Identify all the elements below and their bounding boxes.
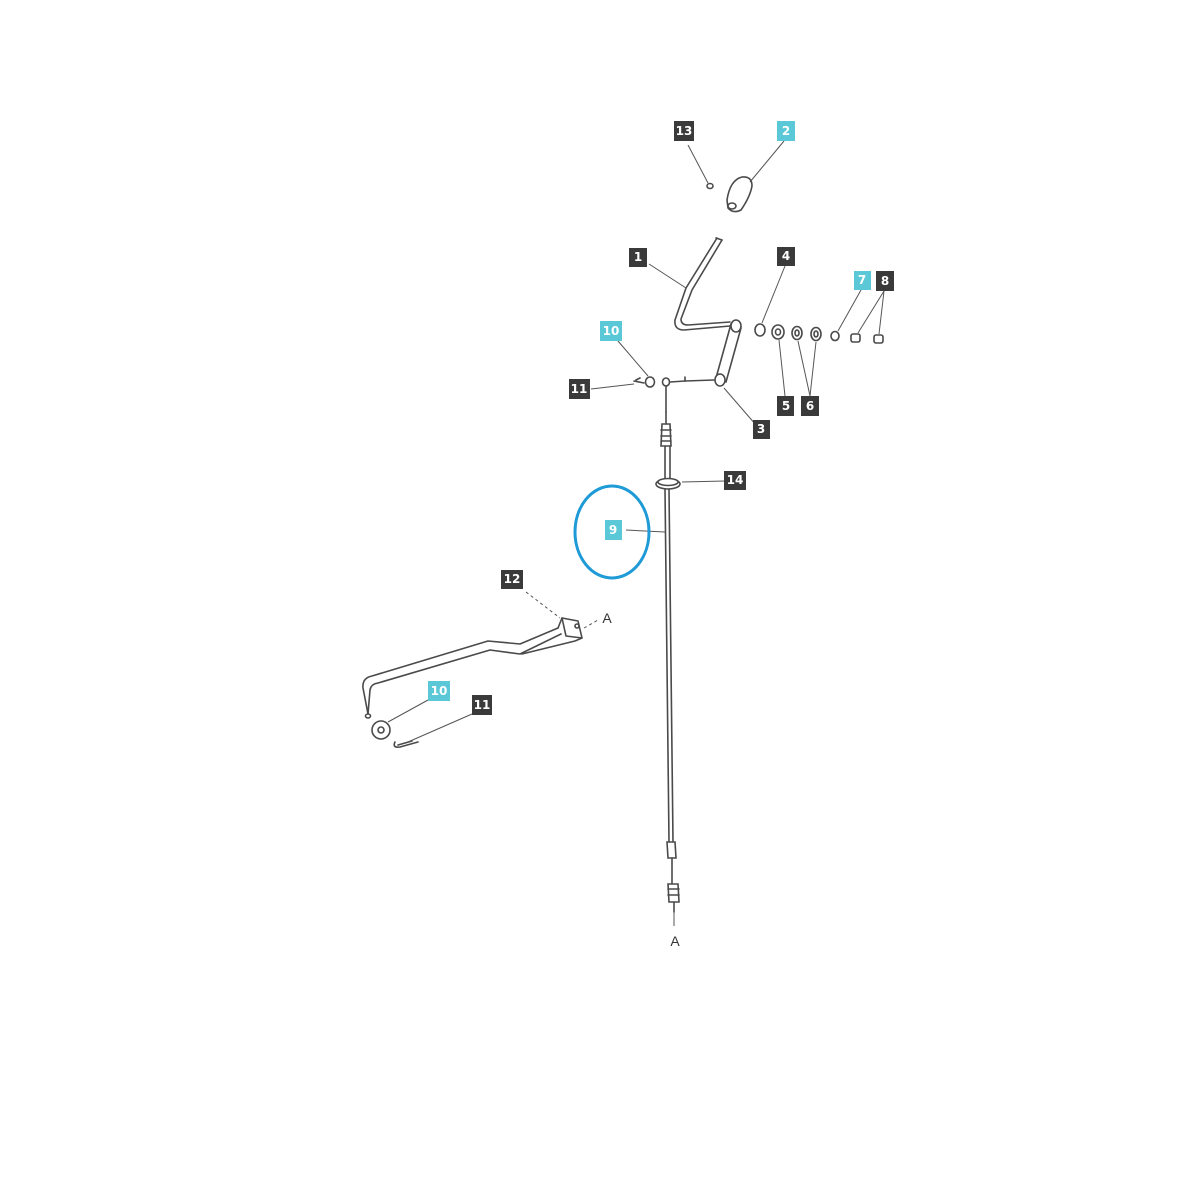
callout-4-label: 4 xyxy=(782,249,790,263)
callout-5-box xyxy=(777,396,794,416)
callout-11-upper-label: 11 xyxy=(571,382,588,396)
callout-4: 4 xyxy=(777,247,795,266)
lower-washer-part xyxy=(371,720,391,740)
callout-11-lower-label: 11 xyxy=(474,698,491,712)
callout-5: 5 xyxy=(777,396,794,416)
ref-a-top: A xyxy=(602,610,612,626)
callout-9: 9 xyxy=(605,520,622,540)
callout-5-label: 5 xyxy=(782,399,790,413)
lower-clip-part xyxy=(393,740,419,748)
callout-10-lower-box xyxy=(428,681,450,701)
callout-2: 2 xyxy=(777,121,795,141)
callout-14-label: 14 xyxy=(727,473,744,487)
callout-6-box xyxy=(801,396,819,416)
washer-stack xyxy=(754,323,884,344)
callout-9-label: 9 xyxy=(609,523,617,537)
pivot-link-part xyxy=(684,319,742,387)
callout-1: 1 xyxy=(629,248,647,267)
lower-rod-part xyxy=(362,617,583,719)
callout-14-box xyxy=(724,471,746,490)
callout-6-label: 6 xyxy=(806,399,814,413)
callout-10-lower-label: 10 xyxy=(431,684,448,698)
callout-1-box xyxy=(629,248,647,267)
callout-14: 14 xyxy=(724,471,746,490)
callout-13-box xyxy=(674,121,694,141)
callout-7-label: 7 xyxy=(858,273,866,287)
callout-8-label: 8 xyxy=(881,274,889,288)
knob-part xyxy=(726,176,753,213)
ref-a-bottom: A xyxy=(670,933,680,949)
callout-12: 12 xyxy=(501,570,523,589)
callout-11-lower: 11 xyxy=(472,695,492,715)
callout-9-box xyxy=(605,520,622,540)
callout-2-label: 2 xyxy=(782,124,790,138)
callout-10-upper: 10 xyxy=(600,321,622,341)
callout-10-upper-label: 10 xyxy=(603,324,620,338)
callout-11-upper: 11 xyxy=(569,379,590,399)
callout-11-lower-box xyxy=(472,695,492,715)
callout-1-label: 1 xyxy=(634,250,642,264)
highlight-ring xyxy=(573,484,651,580)
callout-8-box xyxy=(876,271,894,291)
callout-10-upper-box xyxy=(600,321,622,341)
callout-7: 7 xyxy=(854,271,871,290)
callout-12-label: 12 xyxy=(504,572,521,586)
callout-3-box xyxy=(753,420,770,439)
callout-6: 6 xyxy=(801,396,819,416)
callout-13-label: 13 xyxy=(676,124,693,138)
cable-part xyxy=(664,445,680,913)
leader-lines xyxy=(387,140,885,926)
callout-7-box xyxy=(854,271,871,290)
callout-8: 8 xyxy=(876,271,894,291)
upper-cable-end xyxy=(633,376,686,447)
callout-11-upper-box xyxy=(569,379,590,399)
callout-4-box xyxy=(777,247,795,266)
callout-3-label: 3 xyxy=(757,422,765,436)
lever-part xyxy=(674,237,731,331)
callout-3: 3 xyxy=(753,420,770,439)
callout-12-box xyxy=(501,570,523,589)
callout-10-lower: 10 xyxy=(428,681,450,701)
grommet-part xyxy=(655,477,681,490)
screw-part xyxy=(706,182,714,190)
callout-13: 13 xyxy=(674,121,694,141)
callout-2-box xyxy=(777,121,795,141)
